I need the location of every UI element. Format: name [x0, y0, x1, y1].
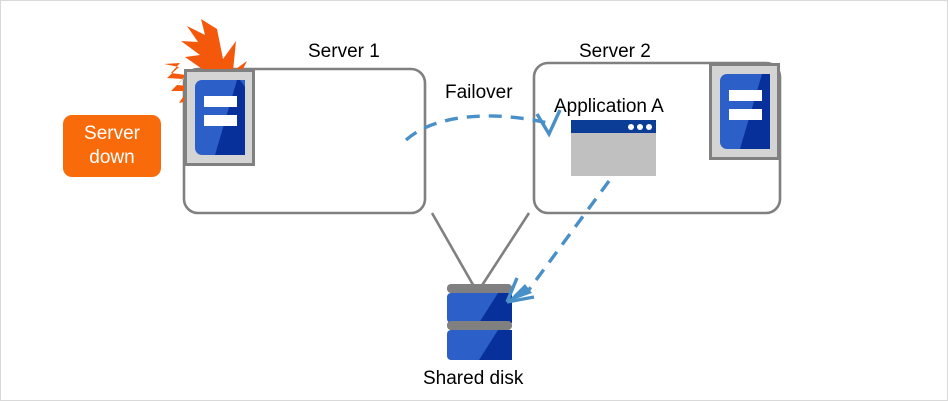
connector-lines: [430, 212, 531, 291]
window-dot-2: [637, 123, 643, 130]
application-window-body: [571, 133, 656, 176]
status-badge-server-down: Server down: [63, 115, 161, 177]
window-dot-3: [646, 123, 652, 130]
server-tower-icon-1: [184, 69, 255, 166]
application-window-titlebar: [571, 120, 656, 133]
failover-dashed-arrow-icon: [404, 109, 562, 142]
server-tower-icon-2: [709, 63, 780, 160]
failover-label: Failover: [445, 82, 513, 103]
status-badge-line2: down: [89, 147, 135, 168]
server1-title: Server 1: [308, 41, 380, 62]
shared-disk-icon: [447, 284, 512, 360]
server2-title: Server 2: [579, 41, 651, 62]
application-a-label: Application A: [554, 96, 664, 117]
status-badge-line1: Server: [84, 123, 140, 144]
disk-access-dashed-arrow-icon: [505, 179, 611, 304]
application-window-icon: [571, 120, 656, 176]
window-dot-1: [628, 123, 634, 130]
shared-disk-label: Shared disk: [423, 368, 524, 389]
